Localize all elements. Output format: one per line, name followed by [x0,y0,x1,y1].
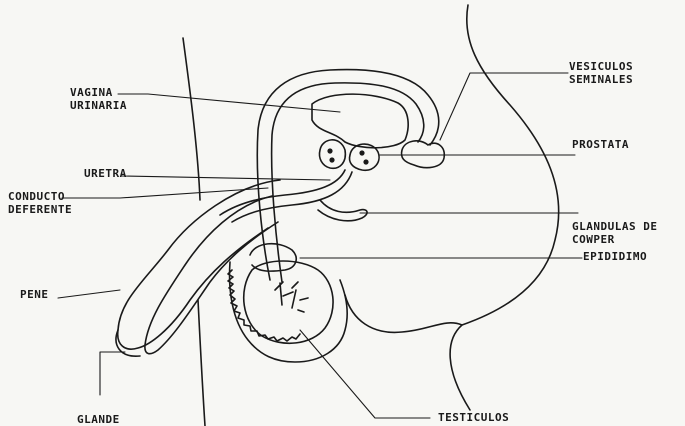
thigh-outline [198,300,205,426]
testicle [244,261,333,343]
leader-vesiculos-seminales [440,73,568,140]
leader-uretra [122,176,330,180]
label-pene: PENE [20,288,49,301]
bladder-shape [312,94,408,148]
label-uretra: URETRA [84,167,127,180]
label-glande: GLANDE [77,413,120,426]
seminal-vesicle [402,141,445,168]
leader-testiculos [300,330,430,418]
perineum-outline [345,295,462,332]
prostate-lobe-left [319,140,345,168]
leader-glande [100,352,125,395]
label-prostata: PROSTATA [572,138,629,151]
label-testiculos: TESTICULOS [438,411,509,424]
leader-vagina-urinaria [118,94,340,112]
testicle-detail [275,282,308,312]
duct-dot [360,151,364,155]
label-epididimo: EPIDIDIMO [583,250,647,263]
abdomen-outline [183,38,200,200]
label-vesiculos-seminales: VESICULOS SEMINALES [569,60,633,86]
duct-dot [364,160,368,164]
label-glandulas-cowper: GLANDULAS DE COWPER [572,220,657,246]
leader-pene [58,290,120,298]
duct-dot [330,158,334,162]
label-vagina-urinaria: VAGINA URINARIA [70,86,127,112]
duct-dot [328,149,332,153]
cowper-gland [318,200,367,221]
body-back-outline [450,5,559,410]
label-conducto-deferente: CONDUCTO DEFERENTE [8,190,72,216]
